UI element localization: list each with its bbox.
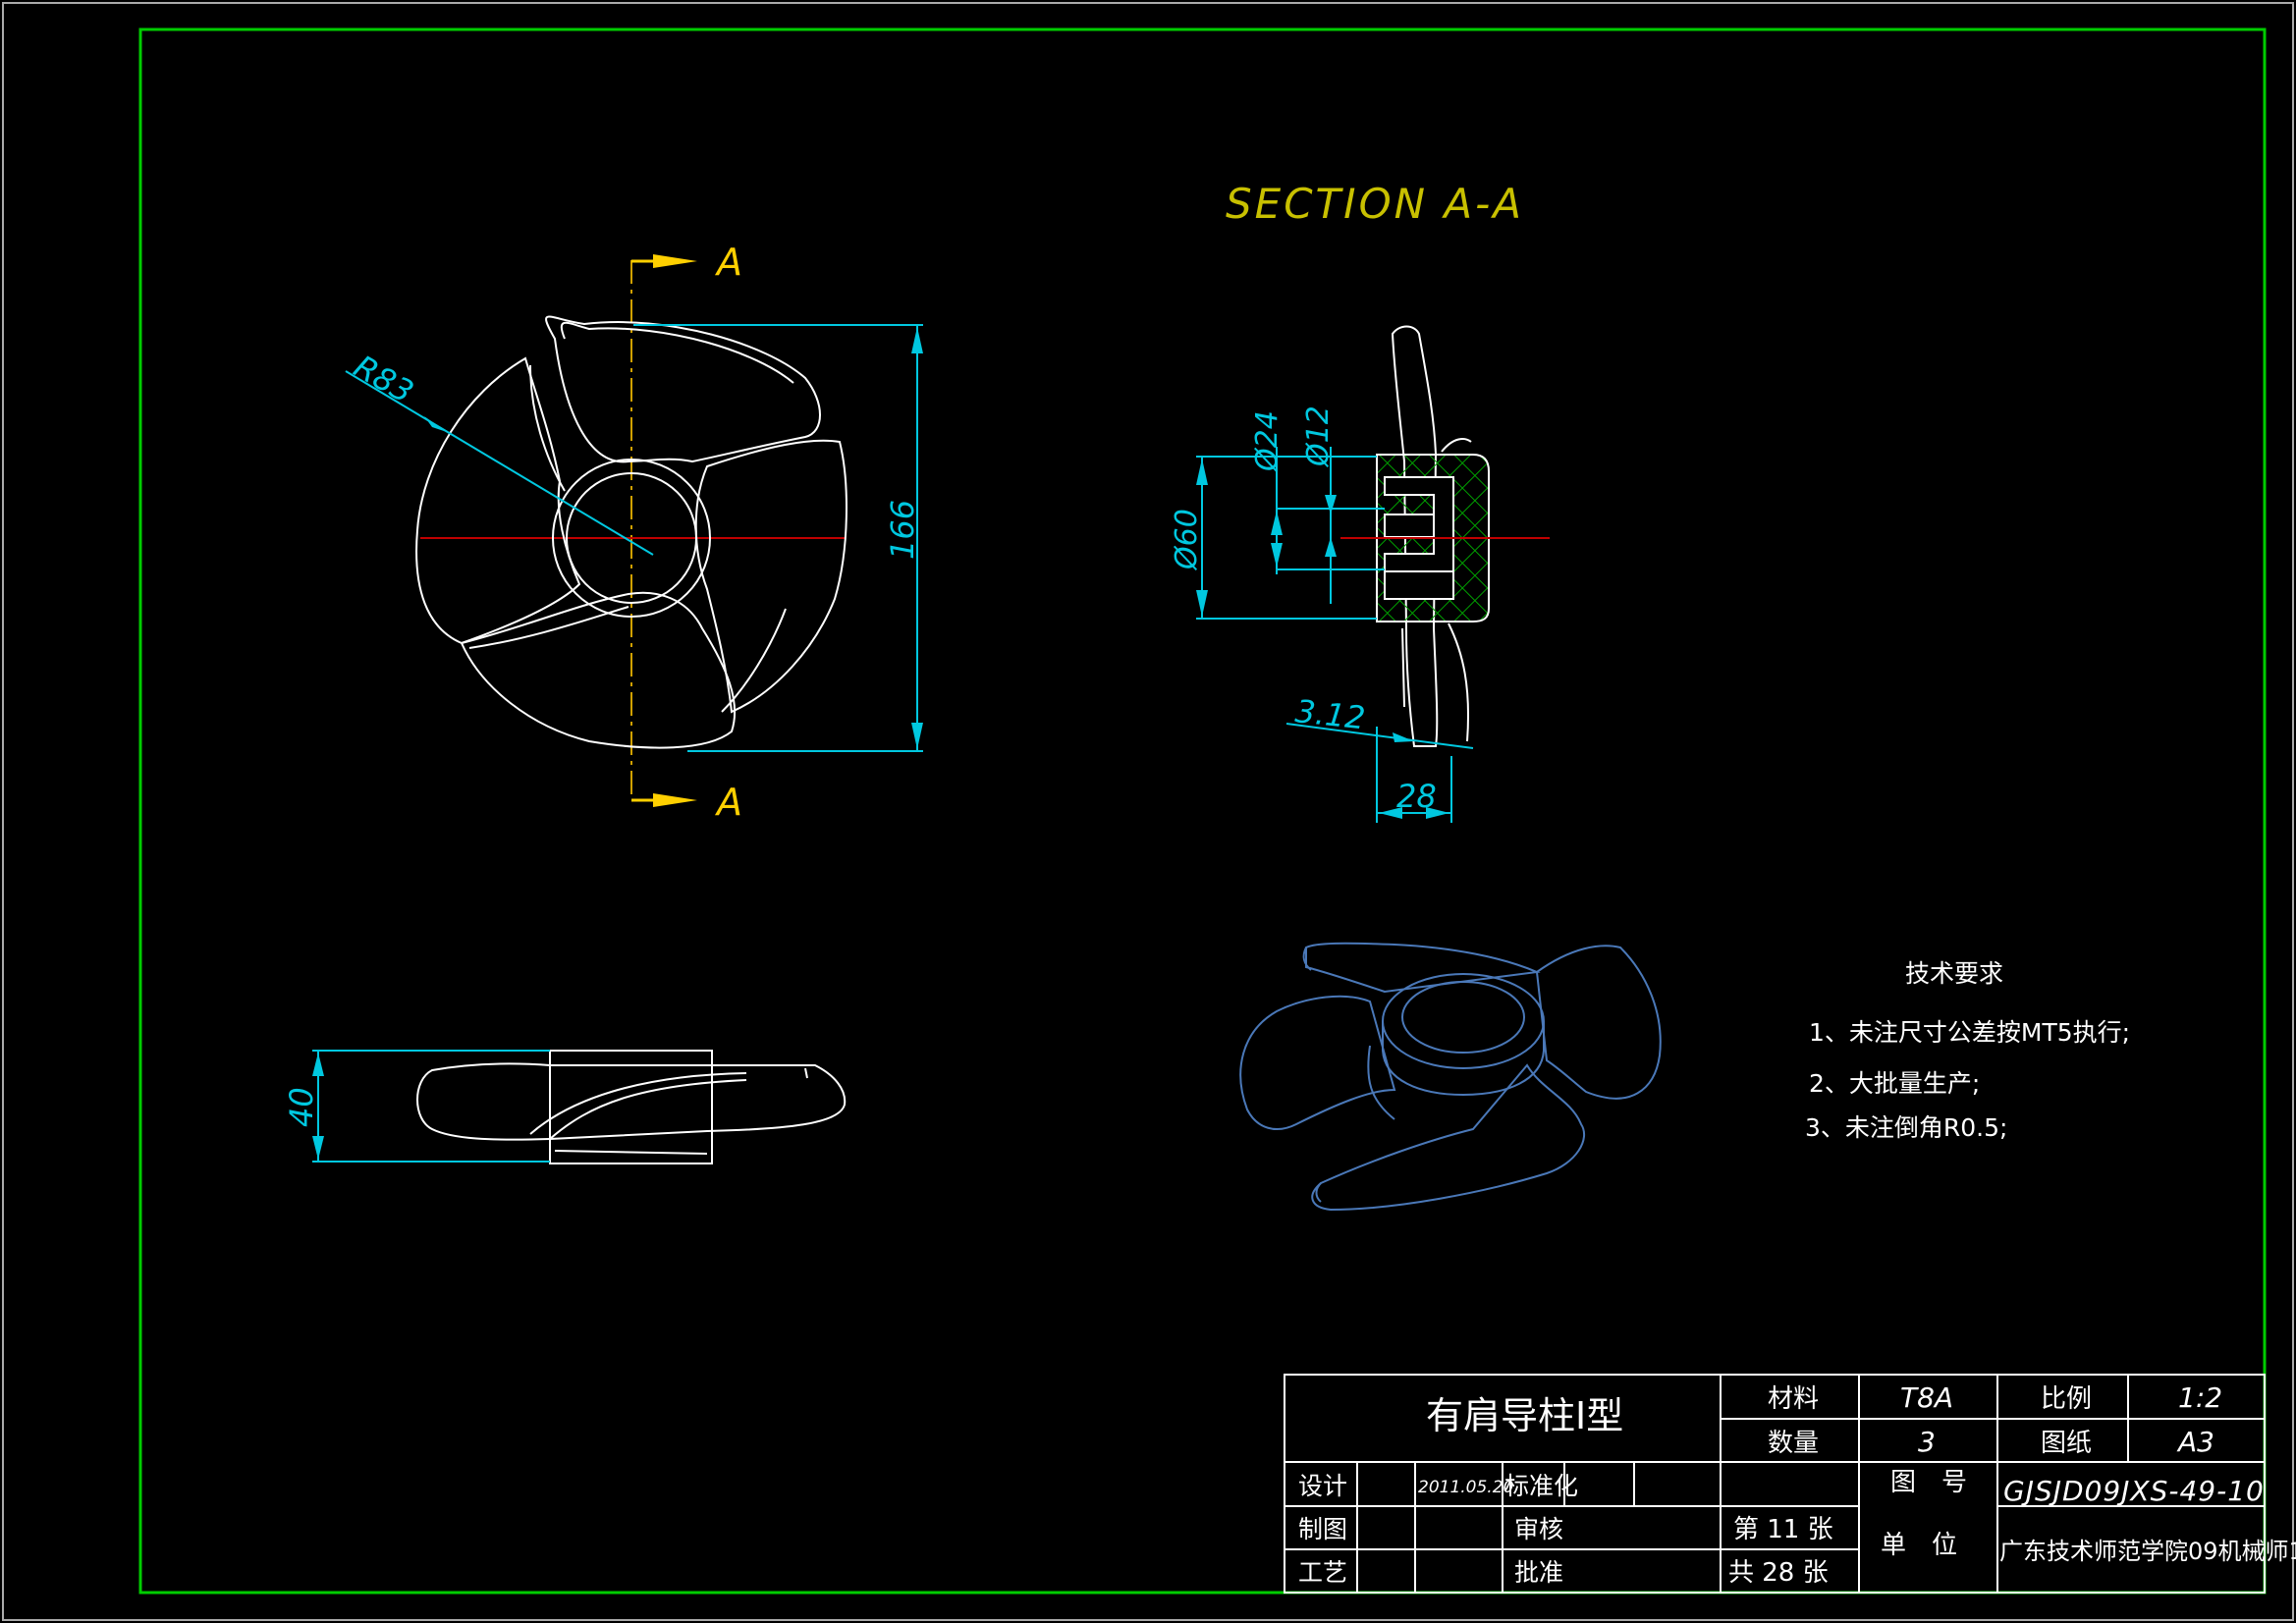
- scale-label: 比例: [2041, 1384, 2092, 1414]
- title-block: [1284, 1374, 2266, 1594]
- section-title: SECTION A-A: [1226, 180, 1524, 228]
- section-hub-slot-lower: [1384, 570, 1454, 600]
- section-blade-inner-line: [1401, 627, 1405, 708]
- dim-arrow-24-top: [1271, 511, 1283, 535]
- quantity-value: 3: [1918, 1426, 1936, 1458]
- dim-leader-312: [1285, 723, 1474, 749]
- dim-arrow-12-bottom: [1325, 537, 1337, 557]
- process-label: 工艺: [1298, 1558, 1347, 1587]
- dim-dia-12: Ø12: [1301, 406, 1336, 468]
- drawing-no-value: GJSJD09JXS-49-10: [2003, 1475, 2265, 1507]
- dim-arrow-166-bottom: [911, 723, 923, 749]
- draw-label: 制图: [1298, 1515, 1347, 1543]
- dim-thickness: 3.12: [1293, 692, 1367, 736]
- unit-label: 单 位: [1881, 1531, 1957, 1560]
- dim-dia-60: Ø60: [1170, 509, 1204, 571]
- tech-req-item-2: 2、大批量生产;: [1809, 1069, 1980, 1098]
- section-blade-profile: [1391, 325, 1439, 747]
- dim-arrow-60-bottom: [1196, 590, 1208, 617]
- material-label: 材料: [1768, 1384, 1819, 1414]
- dim-arrow-60-top: [1196, 459, 1208, 485]
- dim-arrow-24-bottom: [1271, 543, 1283, 568]
- tech-req-heading: 技术要求: [1905, 959, 2003, 988]
- sheet-total: 共 28 张: [1728, 1558, 1829, 1588]
- sheet-value: A3: [2176, 1426, 2214, 1458]
- dim-side-height: 40: [283, 1087, 320, 1127]
- title-block-text: 有肩导柱I型 材料 T8A 比例 1:2 数量 3 图纸 A3 设计 2011.…: [1298, 1381, 2296, 1588]
- section-mark-bottom: A: [714, 781, 742, 824]
- scale-value: 1:2: [2178, 1381, 2222, 1414]
- dim-arrow-28-left: [1379, 807, 1402, 819]
- isometric-view: [1239, 942, 1662, 1212]
- side-view-dims: 40: [283, 1050, 550, 1163]
- standard-label: 标准化: [1504, 1472, 1578, 1500]
- dim-arrow-312: [1393, 732, 1414, 742]
- section-hub-slot-upper: [1384, 476, 1454, 572]
- tech-req-item-1: 1、未注尺寸公差按MT5执行;: [1809, 1018, 2130, 1047]
- dim-radius: R83: [348, 348, 420, 410]
- sheet-index: 第 11 张: [1733, 1515, 1833, 1544]
- radius-arrow: [424, 416, 447, 432]
- section-arrow-bottom: [653, 793, 697, 807]
- section-blade-lower-edge: [1448, 622, 1470, 742]
- section-mark-top: A: [714, 241, 742, 284]
- radius-leader: [345, 370, 654, 556]
- dim-height: 166: [884, 500, 921, 560]
- front-view: A A R83 16: [345, 241, 923, 824]
- design-label: 设计: [1298, 1472, 1347, 1500]
- design-date: 2011.05.20: [1418, 1478, 1513, 1497]
- section-view: Ø60 Ø24 Ø12 3.12 28: [1170, 325, 1550, 823]
- fan-blade-outline: [415, 315, 847, 749]
- dim-width: 28: [1396, 778, 1437, 815]
- tech-req-item-3: 3、未注倒角R0.5;: [1805, 1113, 2007, 1142]
- quantity-label: 数量: [1768, 1429, 1819, 1458]
- side-view: [416, 1050, 847, 1164]
- approve-label: 批准: [1514, 1558, 1563, 1587]
- sheet-label: 图纸: [2041, 1429, 2092, 1458]
- unit-value: 广东技术师范学院09机械师1: [1999, 1538, 2296, 1565]
- dim-arrow-12-top: [1325, 495, 1337, 514]
- material-value: T8A: [1900, 1381, 1953, 1414]
- dim-arrow-166-top: [911, 327, 923, 353]
- part-name: 有肩导柱I型: [1426, 1394, 1623, 1437]
- dim-dia-24: Ø24: [1250, 410, 1285, 473]
- dim-arrow-28-right: [1426, 807, 1449, 819]
- section-blade-top-edge: [1441, 438, 1472, 453]
- drawing-no-label: 图 号: [1890, 1468, 1967, 1497]
- section-arrow-top: [653, 254, 697, 268]
- review-label: 审核: [1514, 1515, 1563, 1543]
- drawing-border: [138, 27, 2267, 1595]
- section-hub-bore: [1384, 514, 1435, 538]
